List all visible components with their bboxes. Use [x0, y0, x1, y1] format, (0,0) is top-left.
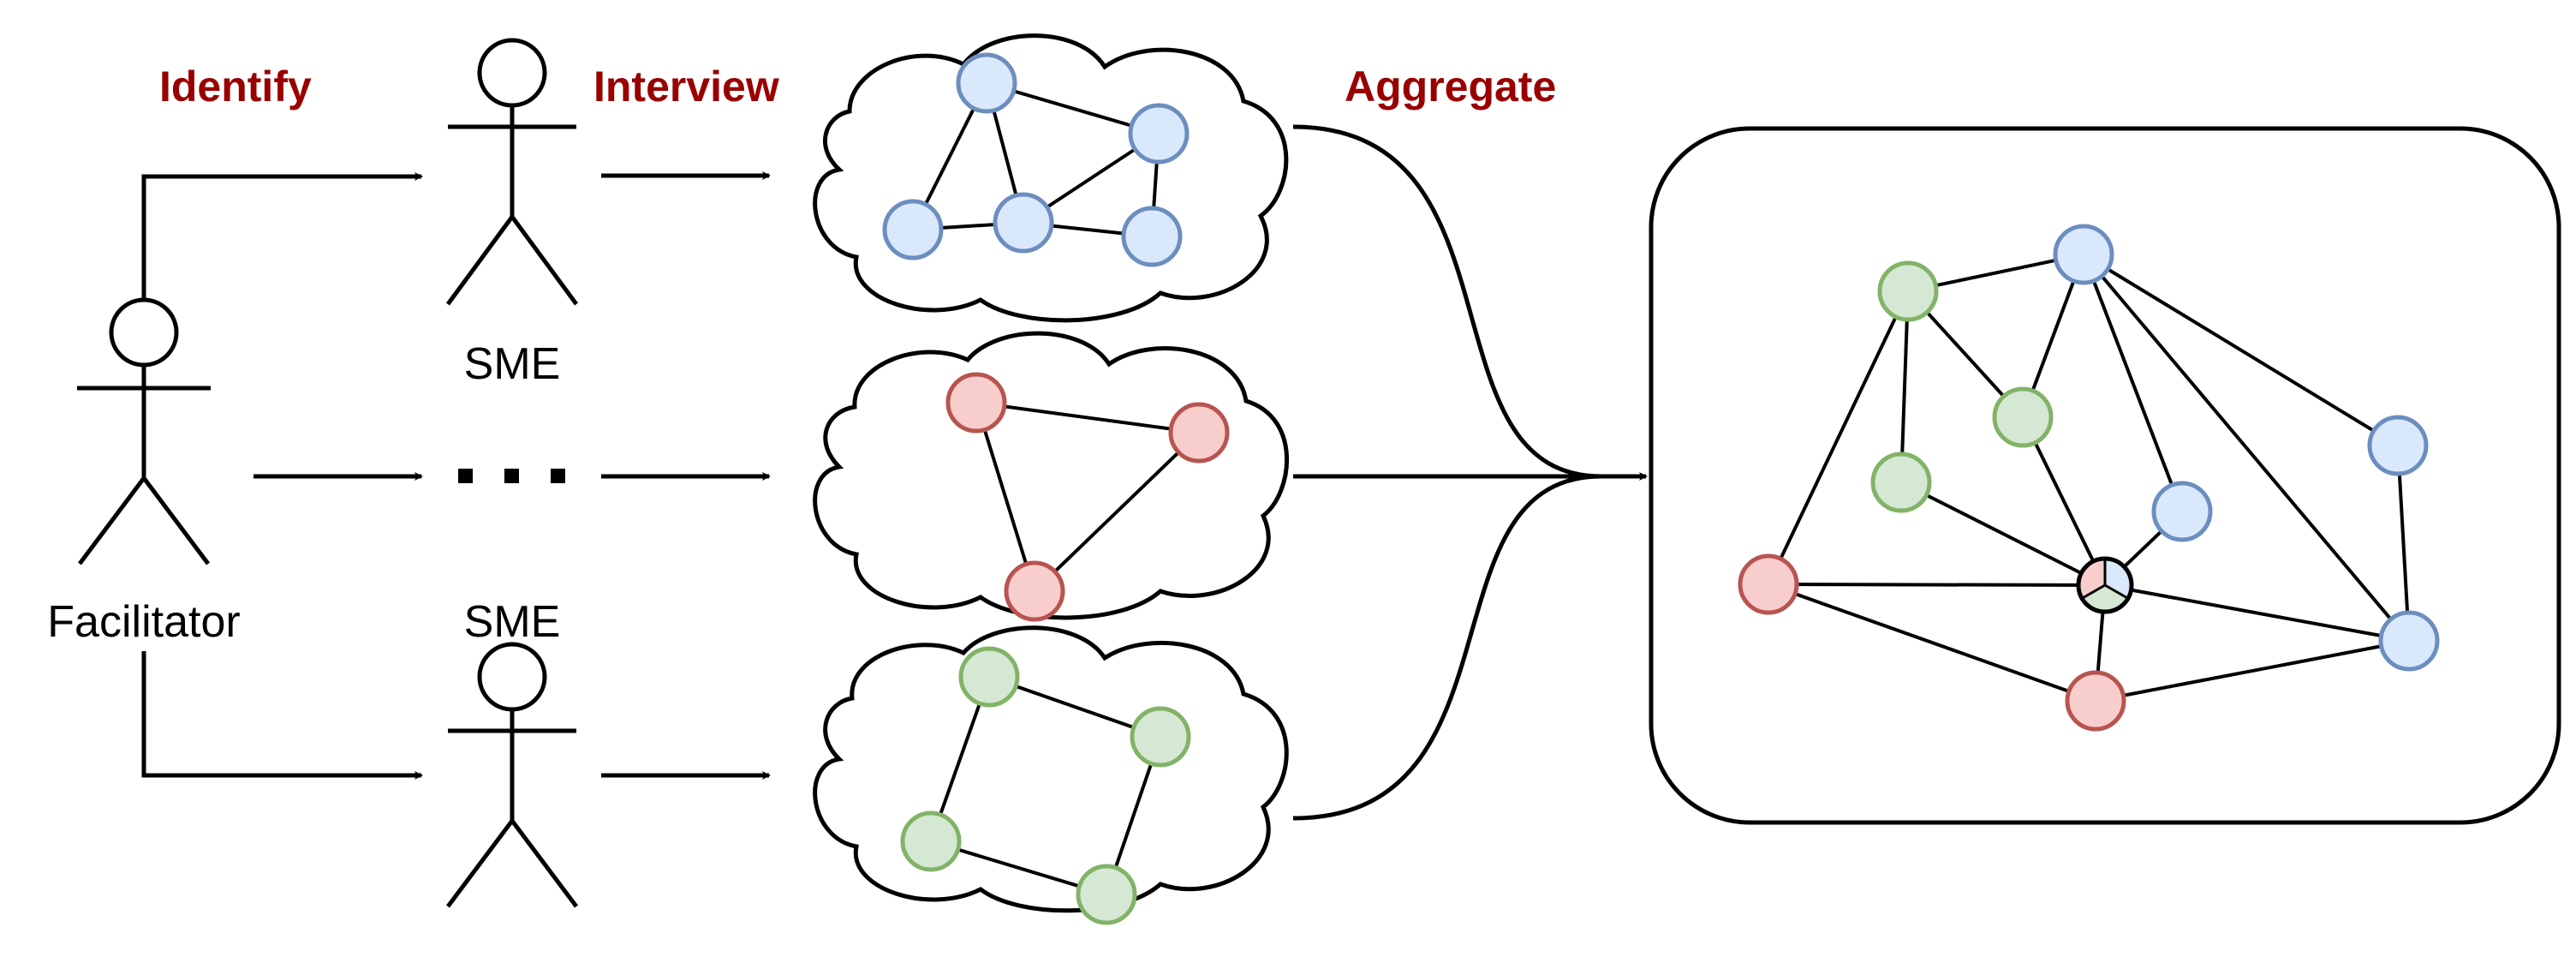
- cloud-graph-green: [813, 625, 1289, 925]
- blue-node: [1121, 206, 1183, 267]
- step-label-identify: Identify: [159, 63, 312, 111]
- merged-node: [2076, 556, 2134, 614]
- graph-nodes-green: [900, 646, 1191, 925]
- identify-arrow-bottom: [141, 651, 423, 780]
- cloud-graph-red: [813, 331, 1290, 622]
- cloud-shape-red: [813, 331, 1290, 620]
- cloud-shape-blue: [813, 33, 1289, 323]
- green-node: [1870, 452, 1932, 513]
- aggregated-graph-frame: [1649, 126, 2561, 825]
- blue-node: [993, 192, 1054, 254]
- blue-node: [882, 199, 944, 260]
- cloud-shape-green: [813, 625, 1289, 913]
- green-node: [1076, 864, 1137, 925]
- sme-figure-top: [445, 38, 579, 306]
- blue-node: [956, 52, 1017, 114]
- aggregated-nodes-blue: [2053, 224, 2440, 672]
- step-label-interview: Interview: [593, 63, 779, 111]
- blue-node: [2378, 610, 2440, 672]
- green-node: [1130, 706, 1191, 768]
- aggregate-connectors: [1292, 124, 1648, 821]
- facilitator-label: Facilitator: [47, 597, 240, 647]
- sme-figure-bottom: [446, 642, 578, 908]
- graph-nodes-red: [945, 372, 1230, 622]
- sme-label-top: SME: [464, 339, 561, 389]
- identify-connectors: [141, 172, 423, 780]
- green-node: [1877, 260, 1939, 322]
- green-node: [900, 810, 962, 872]
- blue-node: [1128, 103, 1190, 164]
- aggregated-nodes-red: [1738, 553, 2126, 732]
- aggregated-nodes-green: [1870, 260, 2054, 513]
- red-node: [1738, 553, 1799, 615]
- blue-node: [2367, 415, 2429, 476]
- red-node: [1004, 560, 1065, 622]
- green-node: [1992, 386, 2054, 448]
- sme-label-bottom: SME: [464, 597, 561, 647]
- step-label-aggregate: Aggregate: [1345, 63, 1556, 111]
- red-node: [1168, 402, 1230, 464]
- green-node: [958, 646, 1020, 708]
- blue-node: [2151, 481, 2213, 542]
- aggregate-curve-top: [1292, 124, 1627, 479]
- facilitator-figure: [77, 297, 211, 565]
- blue-node: [2053, 224, 2114, 285]
- red-node: [2065, 670, 2126, 732]
- interview-connectors: [601, 171, 771, 780]
- more-smes-ellipsis: [458, 469, 565, 483]
- identify-arrow-top: [141, 172, 423, 300]
- aggregated-graph: [1738, 224, 2440, 732]
- graph-nodes-blue: [882, 52, 1190, 267]
- red-node: [945, 372, 1007, 434]
- aggregate-curve-bottom: [1292, 474, 1602, 821]
- graph-edges-red: [975, 401, 1201, 593]
- cloud-graph-blue: [813, 33, 1289, 323]
